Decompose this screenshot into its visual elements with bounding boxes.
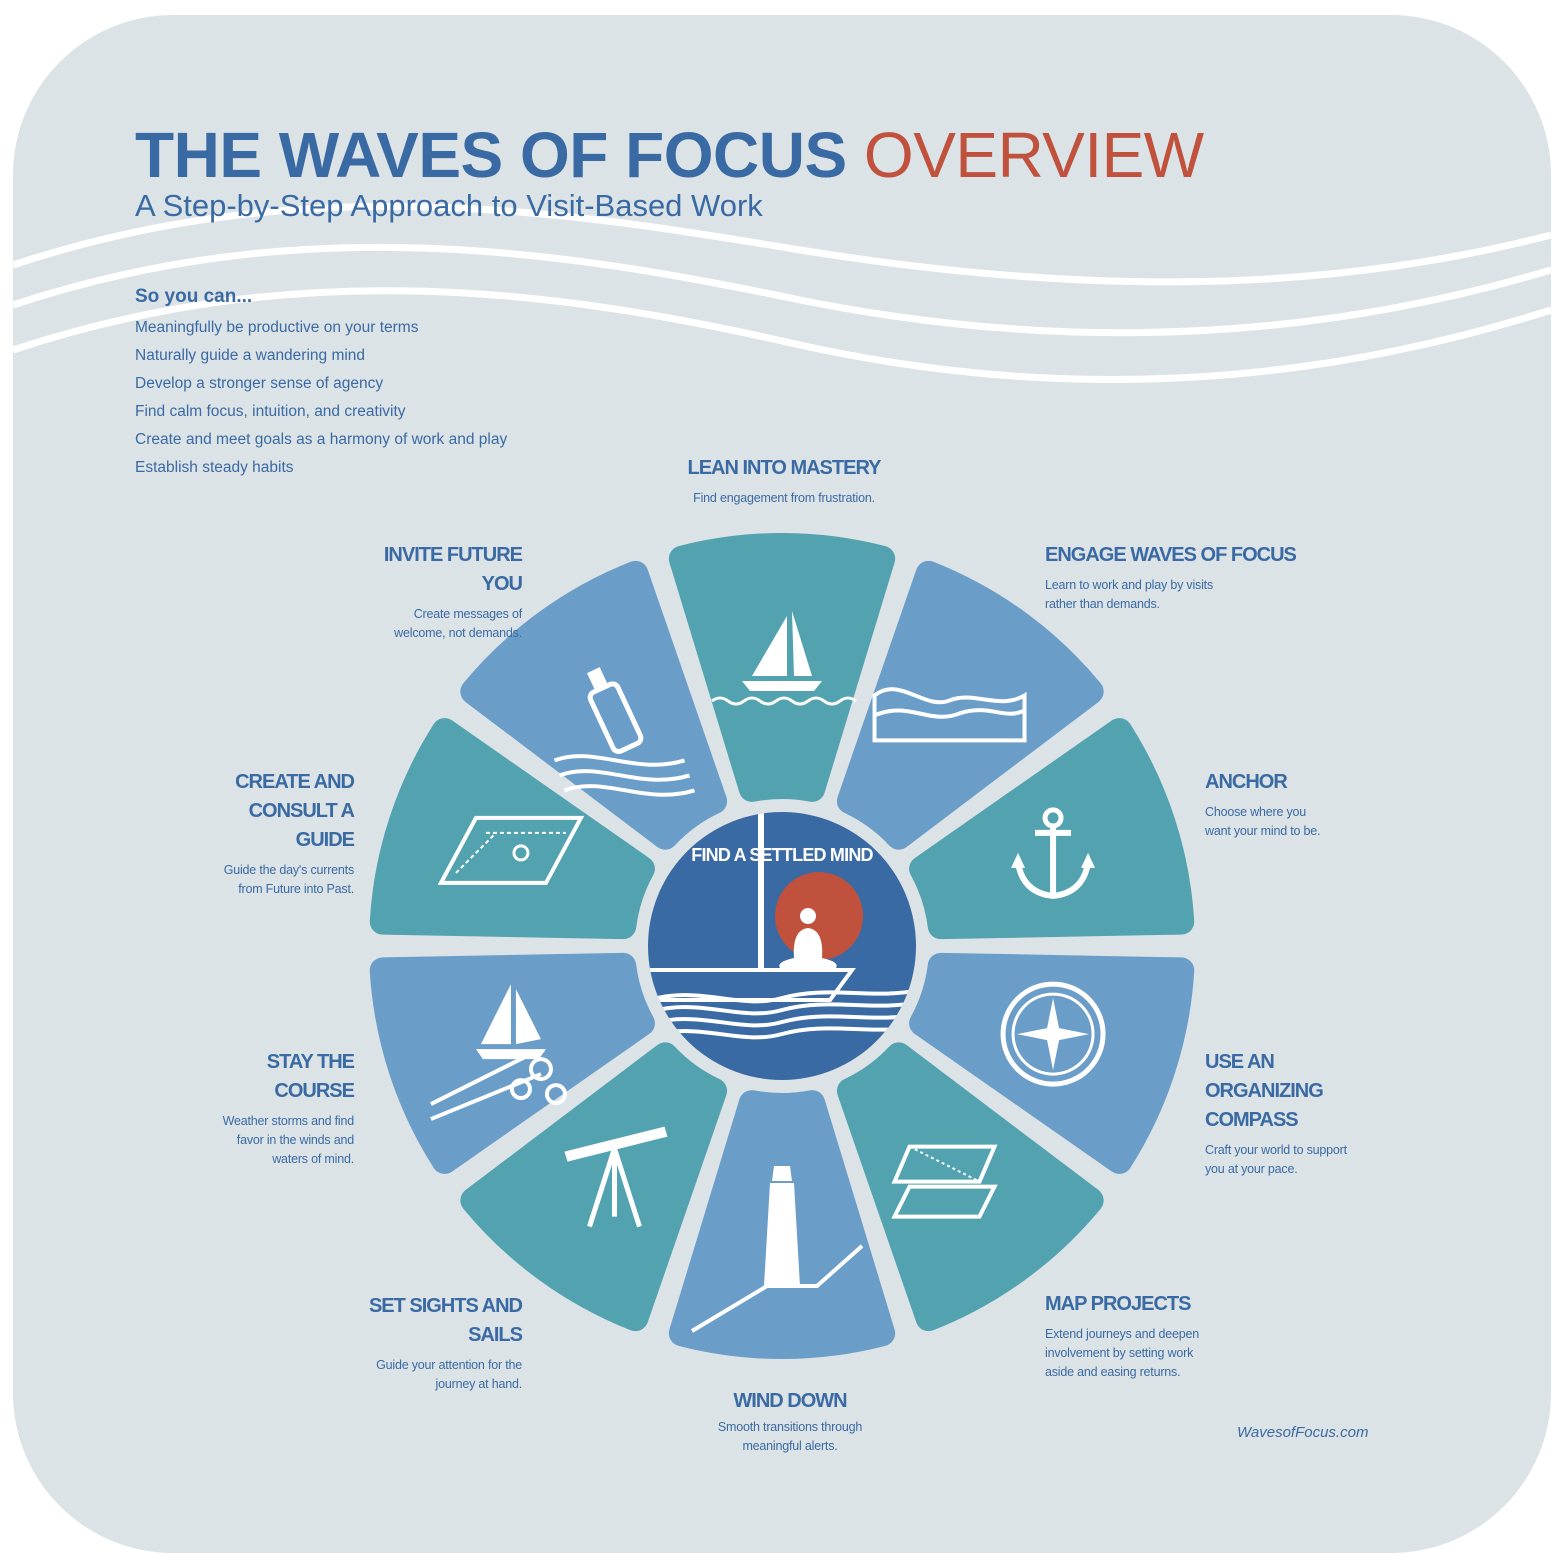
step-desc: Extend journeys and deepen involvement b…	[1045, 1327, 1199, 1379]
step-engage-waves-of-focus: ENGAGE WAVES OF FOCUS Learn to work and …	[1045, 541, 1297, 614]
step-title: WIND DOWN	[733, 1390, 847, 1412]
step-anchor: ANCHOR Choose where you want your mind t…	[1205, 768, 1330, 841]
step-set-sights-and-sails: SET SIGHTS AND SAILS Guide your attentio…	[352, 1292, 523, 1394]
lighthouse-icon	[690, 1166, 864, 1333]
petal-use-an-organizing-compass	[909, 952, 1195, 1174]
center-label: FIND A SETTLED MIND	[691, 845, 873, 865]
petal-engage-waves-of-focus	[836, 560, 1104, 850]
benefits-list: So you can... Meaningfully be productive…	[135, 286, 507, 482]
step-create-and-consult-a-guide: CREATE AND CONSULT A GUIDE Guide the day…	[204, 768, 355, 899]
anchor-icon	[1011, 807, 1096, 899]
step-desc: Weather storms and find favor in the win…	[222, 1114, 355, 1166]
step-desc: Choose where you want your mind to be.	[1205, 805, 1321, 838]
sailboat-waves-icon	[430, 984, 567, 1121]
step-title: MAP PROJECTS	[1045, 1293, 1191, 1315]
step-lean-into-mastery: LEAN INTO MASTERY Find engagement from f…	[654, 454, 914, 508]
petal-icons	[430, 611, 1106, 1333]
website-link[interactable]: WavesofFocus.com	[1237, 1424, 1369, 1441]
step-wind-down: WIND DOWN Smooth transitions through mea…	[700, 1387, 880, 1456]
maps-icon	[891, 1144, 998, 1219]
step-stay-the-course: STAY THE COURSE Weather storms and find …	[204, 1048, 355, 1169]
benefit-item: Naturally guide a wandering mind	[135, 347, 366, 364]
step-desc: Learn to work and play by visits rather …	[1045, 578, 1213, 611]
step-desc: Guide your attention for the journey at …	[376, 1358, 522, 1391]
map-icon	[437, 815, 585, 885]
sailboat-icon	[711, 611, 857, 706]
compass-icon	[1000, 981, 1106, 1087]
petal-create-and-consult-a-guide	[369, 718, 655, 940]
step-title: LEAN INTO MASTERY	[687, 457, 881, 479]
benefit-item: Create and meet goals as a harmony of wo…	[135, 431, 508, 448]
step-title: USE AN ORGANIZING COMPASS	[1205, 1051, 1324, 1131]
page-subtitle: A Step-by-Step Approach to Visit-Based W…	[135, 188, 763, 223]
step-title: STAY THE COURSE	[266, 1051, 355, 1102]
decorative-waves	[11, 202, 1553, 384]
benefit-item: Find calm focus, intuition, and creativi…	[135, 403, 406, 420]
step-desc: Guide the day's currents from Future int…	[223, 863, 354, 896]
step-title: SET SIGHTS AND SAILS	[368, 1295, 523, 1346]
telescope-icon	[564, 1126, 668, 1228]
message-bottle-icon	[553, 667, 696, 797]
petal-set-sights-and-sails	[460, 1042, 728, 1332]
step-desc: Craft your world to support you at your …	[1205, 1143, 1347, 1176]
step-title: ENGAGE WAVES OF FOCUS	[1045, 544, 1297, 566]
step-title: CREATE AND CONSULT A GUIDE	[235, 771, 355, 851]
step-invite-future-you: INVITE FUTURE YOU Create messages of wel…	[362, 541, 523, 643]
benefits-heading: So you can...	[135, 286, 253, 307]
meditating-person-on-boat-icon	[648, 812, 916, 1040]
benefit-item: Develop a stronger sense of agency	[135, 375, 384, 392]
page-title: THE WAVES OF FOCUS OVERVIEW	[135, 118, 1204, 192]
center-circle	[648, 812, 916, 1080]
step-map-projects: MAP PROJECTS Extend journeys and deepen …	[1045, 1290, 1215, 1382]
wave-icon	[872, 687, 1027, 743]
step-use-an-organizing-compass: USE AN ORGANIZING COMPASS Craft your wor…	[1205, 1048, 1365, 1179]
benefit-item: Establish steady habits	[135, 459, 294, 476]
step-title: ANCHOR	[1205, 771, 1288, 793]
benefit-item: Meaningfully be productive on your terms	[135, 319, 419, 336]
step-desc: Find engagement from frustration.	[693, 491, 875, 505]
title-main: THE WAVES OF FOCUS	[135, 119, 847, 191]
step-desc: Create messages of welcome, not demands.	[394, 607, 522, 640]
step-title: INVITE FUTURE YOU	[383, 544, 523, 595]
title-accent: OVERVIEW	[863, 119, 1204, 191]
step-desc: Smooth transitions through meaningful al…	[717, 1420, 863, 1453]
